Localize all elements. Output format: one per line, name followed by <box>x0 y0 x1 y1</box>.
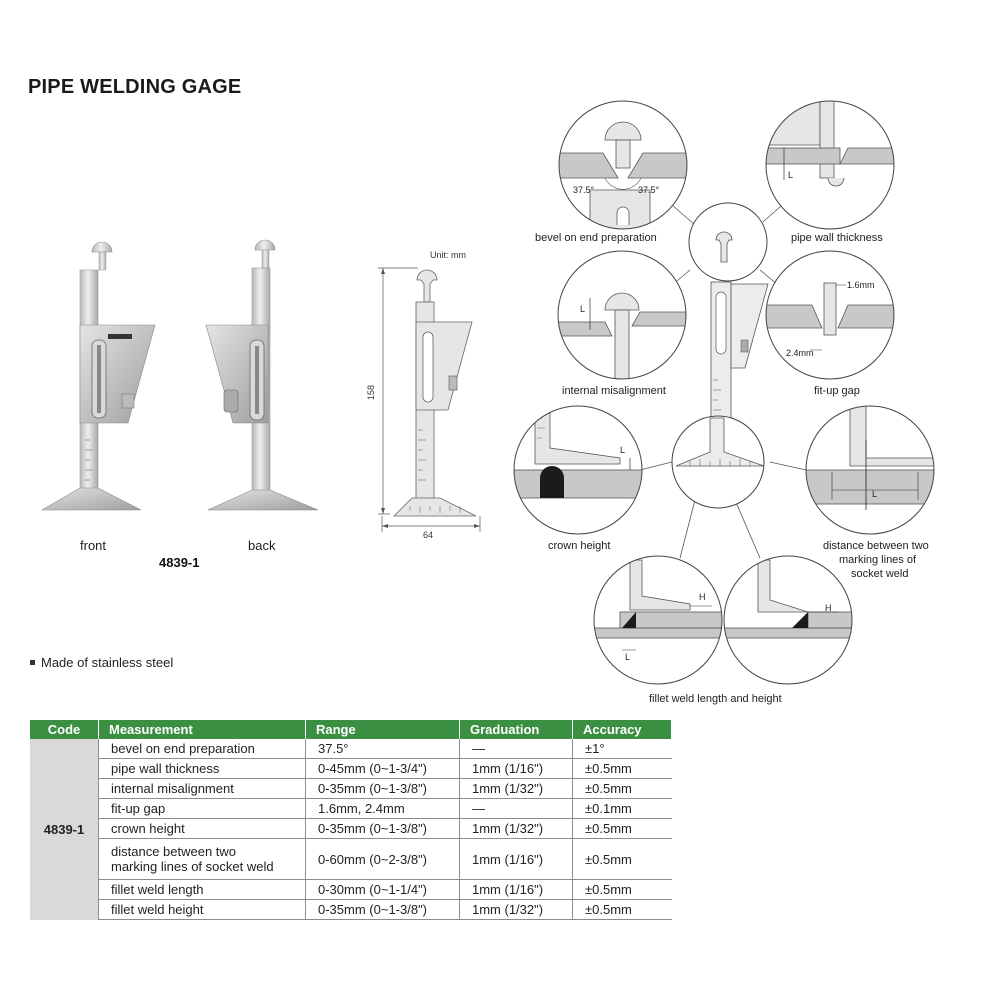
central-gauge <box>710 281 769 431</box>
back-gauge-photo <box>205 239 319 511</box>
table-row: distance between two marking lines of so… <box>30 838 672 880</box>
fillet-h2: H <box>825 603 832 613</box>
back-label: back <box>248 538 276 553</box>
measurement-cell: pipe wall thickness <box>98 758 306 779</box>
header-code: Code <box>30 720 99 739</box>
graduation-cell: 1mm (1/16") <box>459 838 573 880</box>
table-header-row: Code Measurement Range Graduation Accura… <box>30 720 672 739</box>
range-cell: 0-30mm (0~1-1/4") <box>305 879 460 900</box>
socket-caption-3: socket weld <box>851 568 908 580</box>
material-note: Made of stainless steel <box>30 655 173 670</box>
spec-table: Code Measurement Range Graduation Accura… <box>30 720 672 920</box>
measurement-cell: fit-up gap <box>98 798 306 819</box>
header-measurement: Measurement <box>98 720 306 739</box>
range-cell: 0-35mm (0~1-3/8") <box>305 818 460 839</box>
measurement-cell: crown height <box>98 818 306 839</box>
table-row: fillet weld height 0-35mm (0~1-3/8") 1mm… <box>30 899 672 920</box>
accuracy-cell: ±0.5mm <box>572 899 672 920</box>
socket-caption-2: marking lines of <box>839 554 917 566</box>
table-row: pipe wall thickness 0-45mm (0~1-3/4") 1m… <box>30 758 672 779</box>
table-row: crown height 0-35mm (0~1-3/8") 1mm (1/32… <box>30 818 672 839</box>
range-cell: 0-35mm (0~1-3/8") <box>305 899 460 920</box>
crown-caption: crown height <box>548 540 610 552</box>
range-cell: 1.6mm, 2.4mm <box>305 798 460 819</box>
graduation-cell: 1mm (1/16") <box>459 758 573 779</box>
bevel-angle-right: 37.5° <box>638 185 660 195</box>
graduation-cell: 1mm (1/32") <box>459 778 573 799</box>
measurement-line-2: marking lines of socket weld <box>111 859 274 874</box>
measurement-cell: fillet weld height <box>98 899 306 920</box>
fitup-diagram: 1.6mm 2.4mm <box>765 250 895 380</box>
graduation-cell: 1mm (1/16") <box>459 879 573 900</box>
front-label: front <box>80 538 107 553</box>
accuracy-cell: ±0.5mm <box>572 818 672 839</box>
table-row: 4839-1 bevel on end preparation 37.5° — … <box>30 739 672 920</box>
crown-mark: L <box>620 445 625 455</box>
measurement-cell: fillet weld length <box>98 879 306 900</box>
measurement-diagrams: 37.5° 37.5° bevel on end preparation L p… <box>513 100 935 705</box>
misalign-caption: internal misalignment <box>562 385 666 397</box>
measurement-cell: internal misalignment <box>98 778 306 799</box>
pipe-wall-diagram: L <box>765 100 895 230</box>
crown-diagram: L <box>513 405 643 535</box>
unit-label: Unit: mm <box>430 250 466 260</box>
fitup-caption: fit-up gap <box>814 385 860 397</box>
accuracy-cell: ±0.5mm <box>572 838 672 880</box>
table-row: internal misalignment 0-35mm (0~1-3/8") … <box>30 778 672 799</box>
range-cell: 37.5° <box>305 739 460 759</box>
table-row: fit-up gap 1.6mm, 2.4mm — ±0.1mm <box>30 798 672 819</box>
material-note-text: Made of stainless steel <box>41 655 174 670</box>
detail-gauge-bottom <box>671 415 765 509</box>
accuracy-cell: ±0.1mm <box>572 798 672 819</box>
code-cell: 4839-1 <box>30 739 99 920</box>
socket-diagram: L <box>805 405 935 535</box>
accuracy-cell: ±1° <box>572 739 672 759</box>
socket-mark: L <box>872 489 877 499</box>
height-dimension: 158 <box>366 385 376 400</box>
range-cell: 0-60mm (0~2-3/8") <box>305 838 460 880</box>
misalign-mark: L <box>580 304 585 314</box>
measurement-line-1: distance between two <box>111 844 237 859</box>
graduation-cell: 1mm (1/32") <box>459 899 573 920</box>
detail-gauge-top <box>688 202 768 282</box>
graduation-cell: 1mm (1/32") <box>459 818 573 839</box>
header-graduation: Graduation <box>459 720 573 739</box>
bevel-caption: bevel on end preparation <box>535 232 657 244</box>
wall-caption: pipe wall thickness <box>791 232 883 244</box>
header-accuracy: Accuracy <box>572 720 672 739</box>
socket-caption-1: distance between two <box>823 540 929 552</box>
fillet-l: L <box>625 652 630 662</box>
accuracy-cell: ±0.5mm <box>572 758 672 779</box>
fillet-h1: H <box>699 592 706 602</box>
header-range: Range <box>305 720 460 739</box>
page-title: PIPE WELDING GAGE <box>28 76 242 98</box>
measurement-cell: bevel on end preparation <box>98 739 306 759</box>
product-photos <box>40 239 319 511</box>
range-cell: 0-35mm (0~1-3/8") <box>305 778 460 799</box>
bevel-diagram: 37.5° 37.5° <box>558 100 688 230</box>
range-cell: 0-45mm (0~1-3/4") <box>305 758 460 779</box>
fillet-length-diagram: H L <box>593 555 723 685</box>
front-gauge-photo <box>40 241 156 511</box>
fitup-large: 2.4mm <box>786 348 814 358</box>
misalignment-diagram: L <box>557 250 687 380</box>
fillet-height-diagram: H <box>723 555 853 685</box>
width-dimension: 64 <box>423 530 433 540</box>
bevel-angle-left: 37.5° <box>573 185 595 195</box>
measurement-cell: distance between two marking lines of so… <box>98 838 306 880</box>
dimension-drawing: Unit: mm 158 64 <box>366 250 481 540</box>
fillet-caption: fillet weld length and height <box>649 693 782 705</box>
wall-mark: L <box>788 170 793 180</box>
fitup-small: 1.6mm <box>847 280 875 290</box>
accuracy-cell: ±0.5mm <box>572 879 672 900</box>
bullet-icon <box>30 660 35 666</box>
graduation-cell: — <box>459 798 573 819</box>
model-number: 4839-1 <box>159 555 200 570</box>
graduation-cell: — <box>459 739 573 759</box>
table-row: fillet weld length 0-30mm (0~1-1/4") 1mm… <box>30 879 672 900</box>
accuracy-cell: ±0.5mm <box>572 778 672 799</box>
